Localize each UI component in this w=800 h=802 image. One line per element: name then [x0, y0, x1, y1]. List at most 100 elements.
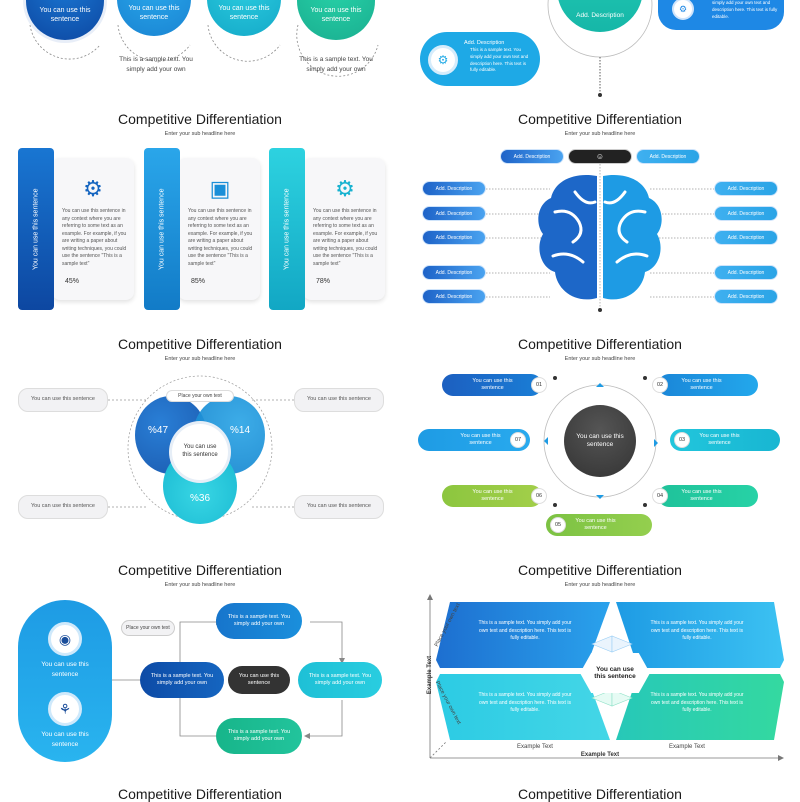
- slide-7-top-node-text: This is a sample text. You simply add yo…: [227, 613, 291, 627]
- slide-4-left-desc-5: Add. Description: [422, 289, 486, 304]
- eye-icon: ◉: [58, 630, 72, 647]
- slide-3-title: Competitive Differentiation: [118, 111, 282, 127]
- people-icon: ⚙: [678, 3, 688, 14]
- slide-4-right-desc-2: Add. Description: [714, 206, 778, 221]
- slide-4-right-desc-3: Add. Description: [714, 230, 778, 245]
- slide-8-body-tr: This is a sample text. You simply add yo…: [650, 620, 744, 641]
- slide-4-title: Competitive Differentiation: [518, 111, 682, 127]
- slide-5-gray-bl: You can use this sentence: [18, 495, 108, 519]
- slide-7-top-node: This is a sample text. You simply add yo…: [216, 603, 302, 639]
- slide-5-title: Competitive Differentiation: [118, 336, 282, 352]
- slide-1-circle-3-text: You can use this sentence: [218, 4, 270, 21]
- slide-6-item-06-text: You can use this sentence: [472, 488, 513, 502]
- slide-10-title: Competitive Differentiation: [518, 786, 682, 802]
- slide-5-center-text: You can use this sentence: [182, 444, 218, 458]
- slide-3-card-2-body: You can use this sentence in any context…: [188, 208, 253, 267]
- slide-6-num-07: 07: [510, 432, 526, 448]
- slide-7-place-label: Place your own text: [121, 620, 175, 636]
- slide-8-body-bl: This is a sample text. You simply add yo…: [478, 692, 572, 713]
- slide-5-gray-br: You can use this sentence: [294, 495, 384, 519]
- slide-3-bar-2-label: You can use this sentence: [158, 188, 166, 270]
- slide-3-card-3-body: You can use this sentence in any context…: [313, 208, 378, 267]
- slide-6-item-06: You can use this sentence: [442, 485, 542, 507]
- slide-5-gray-tr: You can use this sentence: [294, 388, 384, 412]
- slide-7-side-text-1: You can use this sentence: [41, 661, 89, 679]
- slide-4-left-desc-1: Add. Description: [422, 181, 486, 196]
- slide-8-bottom-label-right: Example Text: [669, 744, 705, 750]
- slide-4-top-left-desc: Add. Description: [500, 149, 564, 164]
- slide-6-item-07-text: You can use this sentence: [460, 432, 501, 446]
- slide-3-card-3-percent: 78%: [316, 278, 331, 285]
- slide-6-item-01: You can use this sentence: [442, 374, 542, 396]
- slide-6-num-02: 02: [652, 377, 668, 393]
- slide-6-item-05-text: You can use this sentence: [575, 517, 616, 531]
- slide-5-venn-left-pct: %47: [148, 425, 169, 436]
- slide-4-right-desc-4: Add. Description: [714, 265, 778, 280]
- slide-2-top-icon: ⚙: [672, 0, 694, 20]
- slide-8-title: Competitive Differentiation: [518, 562, 682, 578]
- slide-5-place-label: Place your own text: [166, 390, 234, 402]
- slide-6-item-04: You can use this sentence: [658, 485, 758, 507]
- slide-3-card-1-percent: 45%: [65, 278, 80, 285]
- slide-5-venn-right-pct: %14: [230, 425, 251, 436]
- slide-1-circle-1-text: You can use this sentence: [39, 6, 91, 23]
- slide-8-axes: [427, 594, 784, 761]
- slide-9-title: Competitive Differentiation: [118, 786, 282, 802]
- slide-6-item-01-text: You can use this sentence: [472, 377, 513, 391]
- slide-4-right-desc-5: Add. Description: [714, 289, 778, 304]
- slide-8-subtitle: Enter your sub headline here: [564, 582, 636, 588]
- slide-8-bottom-label-left: Example Text: [517, 744, 553, 750]
- slide-5-gray-tl: You can use this sentence: [18, 388, 108, 412]
- slide-3-bar-1: [18, 148, 54, 310]
- slide-4-left-desc-4: Add. Description: [422, 265, 486, 280]
- slide-6-item-03-text: You can use this sentence: [699, 432, 740, 446]
- search-gear-icon: ⚙: [437, 53, 449, 67]
- slide-8-center-text: You can use this sentence: [594, 666, 636, 680]
- slide-8-axis-y-label: Example Text: [427, 655, 433, 695]
- slide-6-dot-3: [553, 503, 557, 507]
- slide-7-title: Competitive Differentiation: [118, 562, 282, 578]
- slide-3-bar-3: [269, 148, 305, 310]
- slide-7-center-node-text: You can use this sentence: [238, 672, 280, 686]
- slide-4-left-desc-3: Add. Description: [422, 230, 486, 245]
- slide-6-num-03: 03: [674, 432, 690, 448]
- slide-7-left-node: This is a sample text. You simply add yo…: [140, 662, 224, 698]
- slide-3-card-2: [178, 158, 260, 300]
- slide-2-top-body: simply add your own text and description…: [712, 0, 778, 19]
- slide-6-dot-4: [643, 503, 647, 507]
- slide-5-center: You can use this sentence: [172, 424, 228, 480]
- slide-1-circle-4-text: You can use this sentence: [310, 6, 362, 23]
- slide-4-connectors: [486, 164, 714, 312]
- slide-7-right-node: This is a sample text. You simply add yo…: [298, 662, 382, 698]
- slide-6-dot-2: [643, 376, 647, 380]
- slide-7-side-icon-1: ◉: [48, 622, 82, 656]
- slide-6-num-05: 05: [550, 517, 566, 533]
- slide-6-dot-1: [553, 376, 557, 380]
- slide-2-center-label: Add. Description: [576, 11, 624, 19]
- slide-2-ring: [547, 0, 653, 97]
- slide-2-left-icon: ⚙: [428, 45, 458, 75]
- slide-7-right-node-text: This is a sample text. You simply add yo…: [308, 672, 372, 686]
- brain-gear-icon: ☺: [595, 152, 605, 161]
- slide-6-item-04-text: You can use this sentence: [681, 488, 722, 502]
- slide-1-sample-1: This is a sample text. You simply add yo…: [119, 56, 193, 74]
- slide-5-venn-bottom-pct: %36: [190, 493, 211, 504]
- slide-6-subtitle: Enter your sub headline here: [564, 356, 636, 362]
- slide-7-side-text-2: You can use this sentence: [41, 731, 89, 749]
- slide-4-subtitle: Enter your sub headline here: [564, 131, 636, 137]
- slide-2-left-body: This is a sample text. You simply add yo…: [470, 47, 529, 73]
- brain-icon: [538, 174, 662, 300]
- gear-arrows-icon: ⚙: [335, 176, 355, 201]
- slide-8-body-tl: This is a sample text. You simply add yo…: [478, 620, 572, 641]
- slide-6-num-04: 04: [652, 488, 668, 504]
- slide-6-item-07: You can use this sentence: [418, 429, 530, 451]
- slide-6-num-01: 01: [531, 377, 547, 393]
- slide-1-sample-2: This is a sample text. You simply add yo…: [299, 56, 373, 74]
- slide-6-title: Competitive Differentiation: [518, 336, 682, 352]
- slide-3-bar-1-label: You can use this sentence: [32, 188, 40, 270]
- slide-3-card-2-percent: 85%: [191, 278, 206, 285]
- slide-1-circle-1: You can use this sentence: [26, 0, 104, 40]
- slide-7-left-node-text: This is a sample text. You simply add yo…: [150, 672, 214, 686]
- slide-5-subtitle: Enter your sub headline here: [164, 356, 236, 362]
- slide-1-circle-2-text: You can use this sentence: [128, 4, 180, 21]
